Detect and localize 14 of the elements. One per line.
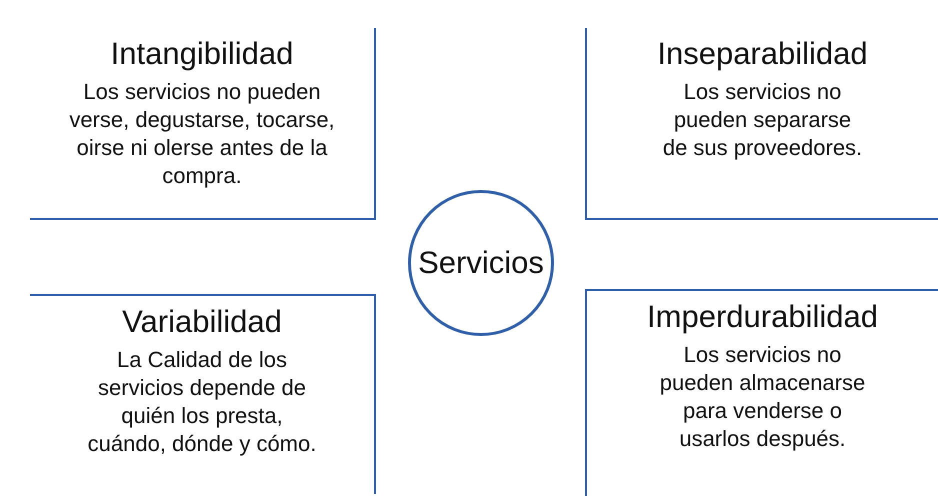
text-panel xyxy=(585,28,938,220)
node-label: Servicios xyxy=(418,245,544,281)
panel-description: La Calidad de los servicios depende de quién los presta, cuándo, dónde y cómo. xyxy=(86,346,318,458)
panel-description: Los servicios no pueden separarse de sus proveedores. xyxy=(662,78,864,162)
panel-description: Los servicios no pueden almacenarse para venderse o usarlos después. xyxy=(658,341,866,453)
panel-description: Los servicios no pueden verse, degustarse, tocarse, oirse ni olerse antes de la compra. xyxy=(68,78,336,190)
panel-heading: Imperdurabilidad xyxy=(647,299,878,335)
text-panel xyxy=(30,28,376,220)
circle-node xyxy=(408,190,554,336)
panel-heading: Inseparabilidad xyxy=(657,36,868,72)
panel-heading: Intangibilidad xyxy=(110,36,294,72)
panel-heading: Variabilidad xyxy=(122,304,282,340)
text-panel xyxy=(30,294,376,494)
text-panel xyxy=(585,289,938,496)
